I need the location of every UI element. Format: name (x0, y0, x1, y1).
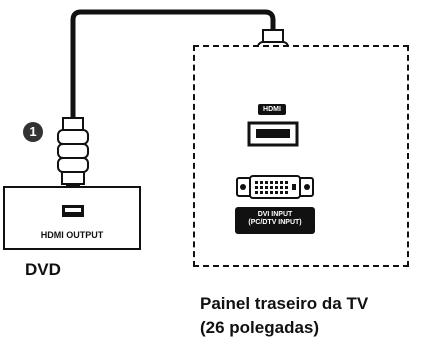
tv-panel-caption: Painel traseiro da TV (26 polegadas) (200, 292, 368, 340)
hdmi-output-label: HDMI OUTPUT (40, 230, 104, 240)
hdmi-plug-dvd-side (57, 117, 89, 190)
dvi-input-port-icon (236, 175, 314, 199)
dvd-device-label: DVD (25, 260, 61, 279)
dvd-device-panel: HDMI OUTPUT (3, 186, 141, 250)
hdmi-cable (70, 9, 276, 120)
hdmi-output-port-icon (62, 205, 84, 217)
hdmi-input-badge: HDMI (258, 104, 286, 115)
dvi-input-badge: DVI INPUT (PC/DTV INPUT) (235, 207, 315, 234)
step-number-badge: 1 (23, 122, 43, 142)
tv-rear-panel: HDMI DVI INPUT (PC/DTV INPUT) (193, 45, 409, 267)
caption-line-2: (26 polegadas) (200, 318, 320, 337)
caption-line-1: Painel traseiro da TV (200, 294, 369, 313)
hdmi-input-port-icon (247, 121, 299, 147)
